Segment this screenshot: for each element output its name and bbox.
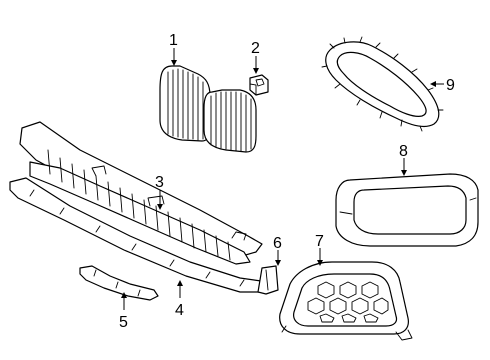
callout-7: 7: [315, 233, 324, 250]
callout-8: 8: [399, 143, 408, 160]
part-1-kidney-grille[interactable]: [159, 65, 257, 153]
part-3-air-grille[interactable]: [19, 121, 263, 265]
part-2-sensor-clip[interactable]: [249, 74, 269, 96]
part-7-side-grille[interactable]: [279, 261, 413, 341]
part-6-bracket[interactable]: [257, 265, 279, 295]
part-9-grille-frame[interactable]: [321, 36, 444, 132]
callout-2: 2: [251, 40, 260, 57]
callout-6: 6: [273, 235, 282, 252]
callout-labels: 1 2 3 4 5 6 7 8 9: [119, 32, 455, 331]
leader-lines: [121, 48, 444, 310]
part-8-fog-lamp-bezel[interactable]: [335, 173, 479, 247]
part-5-trim-strip[interactable]: [79, 265, 159, 301]
callout-5: 5: [119, 314, 128, 331]
callout-9: 9: [446, 77, 455, 94]
callout-4: 4: [175, 302, 184, 319]
callout-1: 1: [169, 32, 178, 49]
callout-3: 3: [155, 174, 164, 191]
